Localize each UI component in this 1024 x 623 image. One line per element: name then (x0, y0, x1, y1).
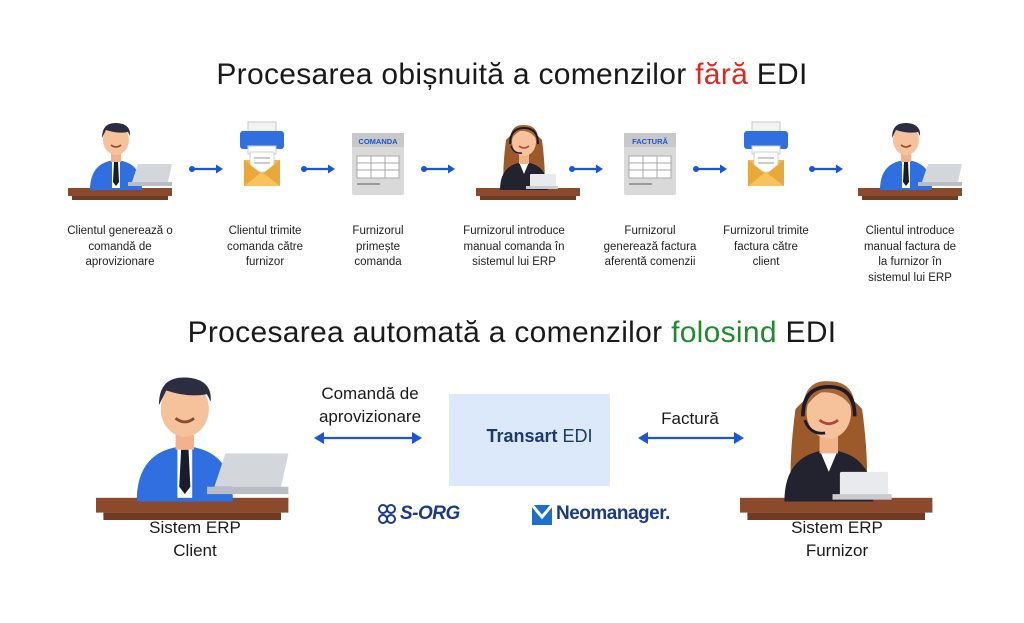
woman-at-laptop-icon (475, 123, 581, 201)
order-doc-label: COMANDA (358, 137, 398, 146)
step-2-caption: Clientul trimite comanda către furnizor (226, 225, 304, 268)
flow-arrow-6 (807, 163, 845, 175)
order-document-icon (352, 133, 404, 195)
transart-edi-box (449, 394, 610, 486)
step-6-caption: Furnizorul trimite factura către client (723, 225, 809, 268)
flow-arrow-4 (567, 163, 605, 175)
s-org-logo-icon (378, 504, 396, 524)
man-at-laptop-icon (67, 122, 173, 201)
flow-arrow-5 (691, 163, 729, 175)
step-3-caption: Furnizorul primește comanda (352, 225, 404, 268)
supplier-erp-label: Sistem ERP Furnizor (791, 518, 883, 560)
flow-arrow-3 (419, 163, 457, 175)
title-highlight-folosind: folosind (671, 316, 777, 349)
title-manual-process: Procesarea obișnuită a comenzilor fără E… (216, 58, 808, 91)
invoice-doc-label: FACTURĂ (632, 137, 668, 146)
double-arrow-order (314, 432, 422, 444)
invoice-document-icon (624, 133, 676, 195)
s-org-logo-text: S-ORG (400, 503, 460, 524)
step-7-caption: Clientul introduce manual factura de la … (863, 225, 957, 284)
transart-edi-brand: Transart EDI (486, 426, 593, 446)
neomanager-logo-text: Neomanager. (556, 503, 670, 524)
man-at-laptop-icon (857, 122, 963, 201)
client-man-at-laptop-icon (94, 376, 290, 522)
title-highlight-fara: fără (695, 58, 749, 91)
printer-envelope-icon (743, 121, 789, 187)
client-erp-label: Sistem ERP Client (149, 518, 241, 560)
step-1-caption: Clientul generează o comandă de aprovizi… (67, 225, 173, 268)
step-5-caption: Furnizorul generează factura aferentă co… (603, 225, 697, 268)
flow-arrow-2 (299, 163, 337, 175)
double-arrow-invoice (638, 432, 744, 444)
flow-arrow-1 (187, 163, 225, 175)
invoice-flow-label: Factură (661, 409, 719, 428)
neomanager-logo-icon (530, 504, 554, 525)
title-edi-process: Procesarea automată a comenzilor folosin… (187, 316, 837, 349)
order-flow-label: Comandă de aprovizionare (318, 384, 422, 426)
supplier-woman-at-laptop-icon (738, 379, 935, 522)
printer-envelope-icon (239, 121, 285, 187)
step-4-caption: Furnizorul introduce manual comanda în s… (463, 225, 565, 268)
